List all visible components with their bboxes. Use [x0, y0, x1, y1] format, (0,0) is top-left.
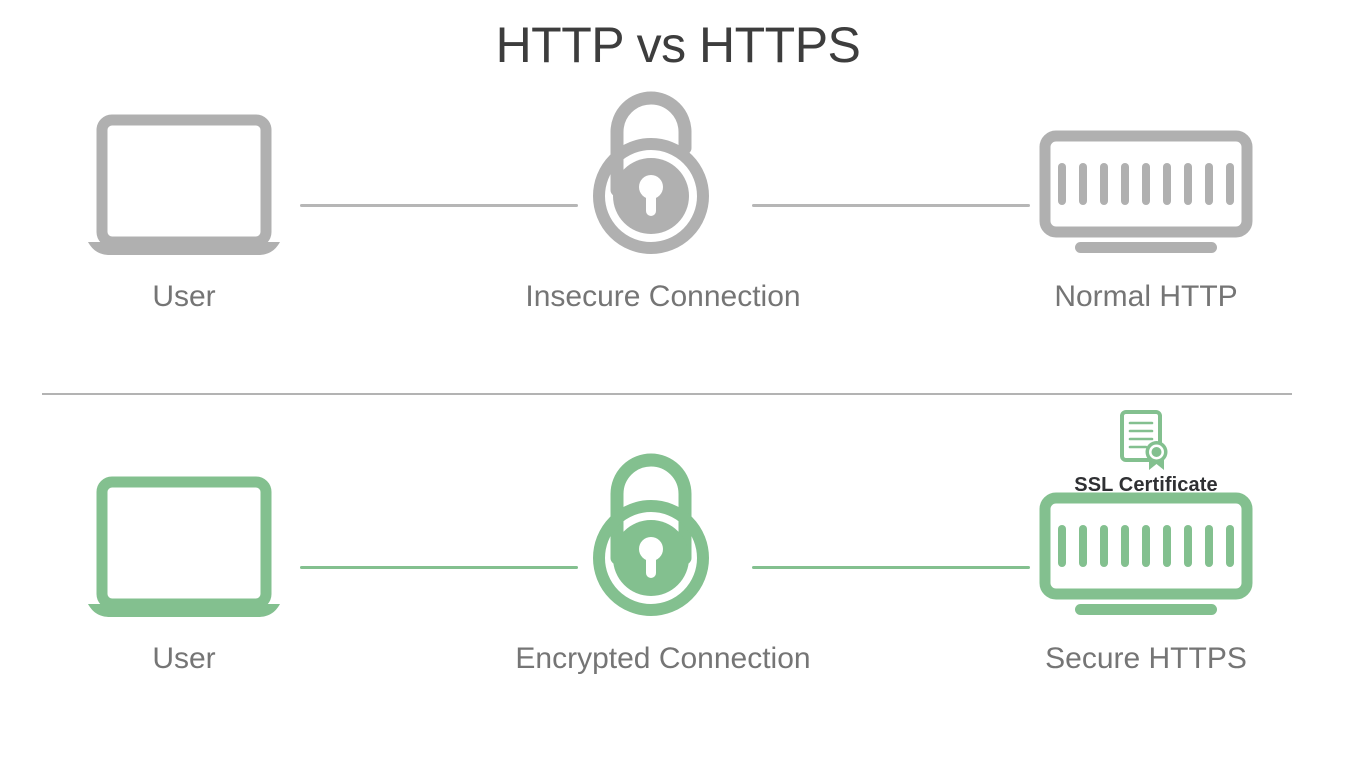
node-label-connection-https: Encrypted Connection	[515, 642, 811, 675]
node-label-user-http: User	[152, 280, 216, 313]
node-label-connection-http: Insecure Connection	[525, 280, 801, 313]
node-connection-https: Encrypted Connection	[483, 453, 843, 677]
connection-line-lock-to-server	[752, 566, 1030, 569]
node-connection-http: Insecure Connection	[483, 91, 843, 315]
connection-line-user-to-lock	[300, 204, 578, 207]
laptop-icon	[44, 470, 324, 620]
ssl-certificate-icon	[1116, 410, 1176, 472]
page-title: HTTP vs HTTPS	[495, 17, 861, 73]
node-server-https: Secure HTTPS	[1006, 470, 1286, 677]
section-divider	[42, 393, 1292, 395]
node-label-user-https: User	[152, 642, 216, 675]
laptop-icon	[44, 108, 324, 258]
ssl-certificate-badge: SSL Certificate	[1006, 410, 1286, 497]
node-user-https: User	[44, 470, 324, 677]
node-server-http: Normal HTTP	[1006, 108, 1286, 315]
connection-line-user-to-lock	[300, 566, 578, 569]
node-label-server-http: Normal HTTP	[1054, 280, 1238, 313]
row-http: User Insecure Connection	[0, 91, 1356, 368]
server-icon	[1006, 108, 1286, 258]
ssl-certificate-label: SSL Certificate	[1074, 474, 1218, 496]
open-padlock-icon	[483, 91, 843, 258]
row-https: User Encrypted Connection	[0, 453, 1356, 730]
server-icon	[1006, 470, 1286, 620]
connection-line-lock-to-server	[752, 204, 1030, 207]
node-label-server-https: Secure HTTPS	[1045, 642, 1247, 675]
node-user-http: User	[44, 108, 324, 315]
closed-padlock-icon	[483, 453, 843, 620]
